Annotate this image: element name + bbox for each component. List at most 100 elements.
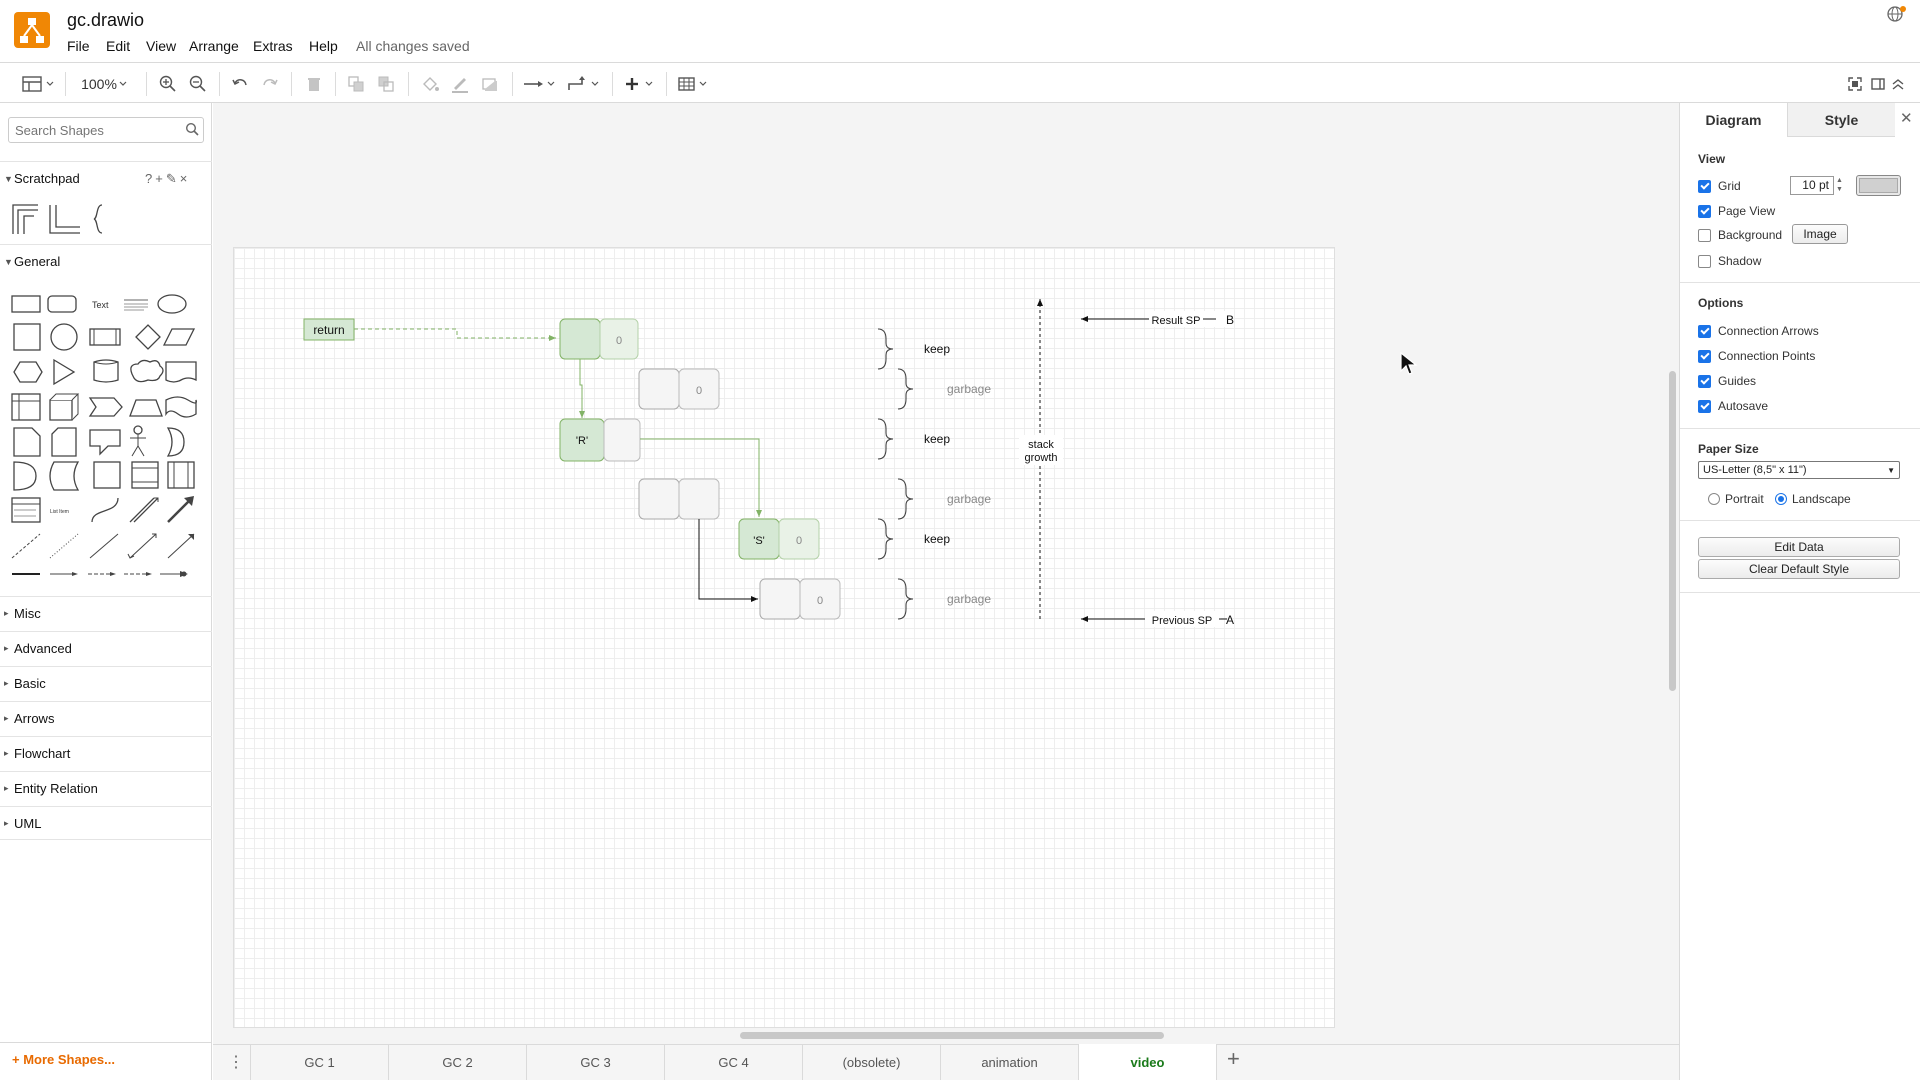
cell-r-value[interactable] <box>603 418 641 462</box>
portrait-radio[interactable]: Portrait <box>1708 492 1764 506</box>
search-icon[interactable] <box>185 122 199 141</box>
menu-extras[interactable]: Extras <box>253 38 293 54</box>
garbage-value-3[interactable] <box>799 578 841 620</box>
collapse-button[interactable] <box>1888 70 1908 98</box>
pages-menu-icon[interactable]: ⋮ <box>228 1054 244 1071</box>
menu-help[interactable]: Help <box>309 38 338 54</box>
uml-header[interactable]: ▸UML <box>0 806 212 840</box>
grid-size-stepper[interactable]: ▲▼ <box>1836 177 1843 193</box>
garbage-value-1[interactable] <box>678 368 720 410</box>
cell-s-value[interactable] <box>778 518 820 560</box>
to-back-button[interactable] <box>374 70 398 98</box>
entity-relation-header[interactable]: ▸Entity Relation <box>0 771 212 805</box>
undo-button[interactable] <box>228 70 252 98</box>
shadow-button[interactable] <box>478 70 502 98</box>
search-shapes-input[interactable] <box>8 117 204 143</box>
general-shapes-palette[interactable]: Text <box>8 286 204 591</box>
add-page-icon[interactable]: + <box>1227 1046 1240 1071</box>
tab-gc-3[interactable]: GC 3 <box>527 1044 665 1080</box>
close-icon[interactable]: ✕ <box>1900 110 1913 127</box>
menu-edit[interactable]: Edit <box>106 38 131 54</box>
more-shapes-button[interactable]: + More Shapes... <box>12 1052 115 1067</box>
autosave-checkbox[interactable]: Autosave <box>1698 399 1768 413</box>
arrows-header[interactable]: ▸Arrows <box>0 701 212 735</box>
guides-checkbox[interactable]: Guides <box>1698 374 1756 388</box>
fill-color-button[interactable] <box>418 70 442 98</box>
tab-gc-4[interactable]: GC 4 <box>665 1044 803 1080</box>
horizontal-scrollbar[interactable] <box>740 1032 1164 1039</box>
advanced-header[interactable]: ▸Advanced <box>0 631 212 665</box>
save-status[interactable]: All changes saved <box>356 38 470 54</box>
diagram-canvas[interactable]: return 0 0 'R' 'S' 0 <box>213 103 1679 1044</box>
general-header[interactable]: ▼ General <box>0 244 212 278</box>
language-icon[interactable] <box>1886 4 1906 24</box>
redo-button[interactable] <box>258 70 282 98</box>
garbage-value-2[interactable] <box>678 478 720 520</box>
checkbox-checked-icon <box>1698 399 1711 413</box>
zoom-select[interactable]: 100% <box>74 70 138 98</box>
clear-default-style-button[interactable]: Clear Default Style <box>1698 559 1900 579</box>
basic-header[interactable]: ▸Basic <box>0 666 212 700</box>
cell-s-label: 'S' <box>753 535 765 547</box>
trash-icon <box>308 78 320 91</box>
landscape-radio[interactable]: Landscape <box>1775 492 1851 506</box>
return-edge[interactable] <box>354 328 556 341</box>
edge-r-to-s[interactable] <box>640 438 762 517</box>
connection-arrows-checkbox[interactable]: Connection Arrows <box>1698 324 1819 338</box>
garbage-cell-3[interactable] <box>759 578 801 620</box>
view-section-label: View <box>1698 152 1726 166</box>
connection-points-checkbox[interactable]: Connection Points <box>1698 349 1815 363</box>
edit-data-button[interactable]: Edit Data <box>1698 537 1900 557</box>
format-toggle-button[interactable] <box>1868 70 1888 98</box>
garbage-cell-1[interactable] <box>638 368 680 410</box>
document-title[interactable]: gc.drawio <box>67 10 145 30</box>
grid-size-input[interactable]: 10 pt <box>1790 176 1834 195</box>
scratchpad-header[interactable]: ▼ Scratchpad <box>0 161 212 195</box>
stack-growth-label-2: growth <box>1024 452 1057 464</box>
tab-gc-1[interactable]: GC 1 <box>251 1044 389 1080</box>
zoom-in-button[interactable] <box>156 70 180 98</box>
tab-gc-2[interactable]: GC 2 <box>389 1044 527 1080</box>
label-a: A <box>1226 613 1234 627</box>
background-image-button[interactable]: Image <box>1792 224 1848 244</box>
insert-button[interactable] <box>622 70 658 98</box>
background-checkbox[interactable]: Background <box>1698 228 1782 242</box>
grid-checkbox[interactable]: Grid <box>1698 179 1741 193</box>
to-front-button[interactable] <box>344 70 368 98</box>
waypoints-button[interactable] <box>566 70 602 98</box>
table-button[interactable] <box>676 70 712 98</box>
menu-view[interactable]: View <box>146 38 177 54</box>
scratchpad-shapes[interactable] <box>10 202 120 241</box>
tab-animation[interactable]: animation <box>941 1044 1079 1080</box>
cell-value-1[interactable] <box>599 318 639 360</box>
misc-header[interactable]: ▸Misc <box>0 596 212 630</box>
paper-size-select[interactable]: US-Letter (8,5" x 11")▼ <box>1698 461 1900 479</box>
zoom-out-button[interactable] <box>186 70 210 98</box>
garbage-cell-2[interactable] <box>638 478 680 520</box>
tab-video[interactable]: video <box>1079 1044 1217 1080</box>
fullscreen-button[interactable] <box>1845 70 1865 98</box>
scratchpad-tools[interactable]: ?+✎× <box>145 171 191 186</box>
line-color-button[interactable] <box>448 70 472 98</box>
tab-style[interactable]: Style <box>1787 103 1895 137</box>
drawio-logo <box>14 12 50 48</box>
edge-garbage-2[interactable] <box>698 519 758 602</box>
edge-1-to-r[interactable] <box>579 359 585 418</box>
grid-color-button[interactable] <box>1856 175 1901 196</box>
menu-file[interactable]: File <box>67 38 90 54</box>
tab-diagram[interactable]: Diagram <box>1680 103 1787 137</box>
page-view-checkbox[interactable]: Page View <box>1698 204 1775 218</box>
cell-node-1[interactable] <box>559 318 601 360</box>
shadow-checkbox[interactable]: Shadow <box>1698 254 1761 268</box>
tab-obsolete[interactable]: (obsolete) <box>803 1044 941 1080</box>
chevron-down-icon <box>119 81 127 86</box>
checkbox-unchecked-icon <box>1698 228 1711 242</box>
format-panel-toggle[interactable] <box>18 70 58 98</box>
diagram-drawing[interactable]: return 0 0 'R' 'S' 0 <box>213 103 1679 1044</box>
flowchart-header[interactable]: ▸Flowchart <box>0 736 212 770</box>
delete-button[interactable] <box>302 70 326 98</box>
diagram-page[interactable] <box>233 247 1335 1028</box>
vertical-scrollbar[interactable] <box>1669 371 1676 691</box>
connection-style-button[interactable] <box>522 70 558 98</box>
menu-arrange[interactable]: Arrange <box>189 38 239 54</box>
